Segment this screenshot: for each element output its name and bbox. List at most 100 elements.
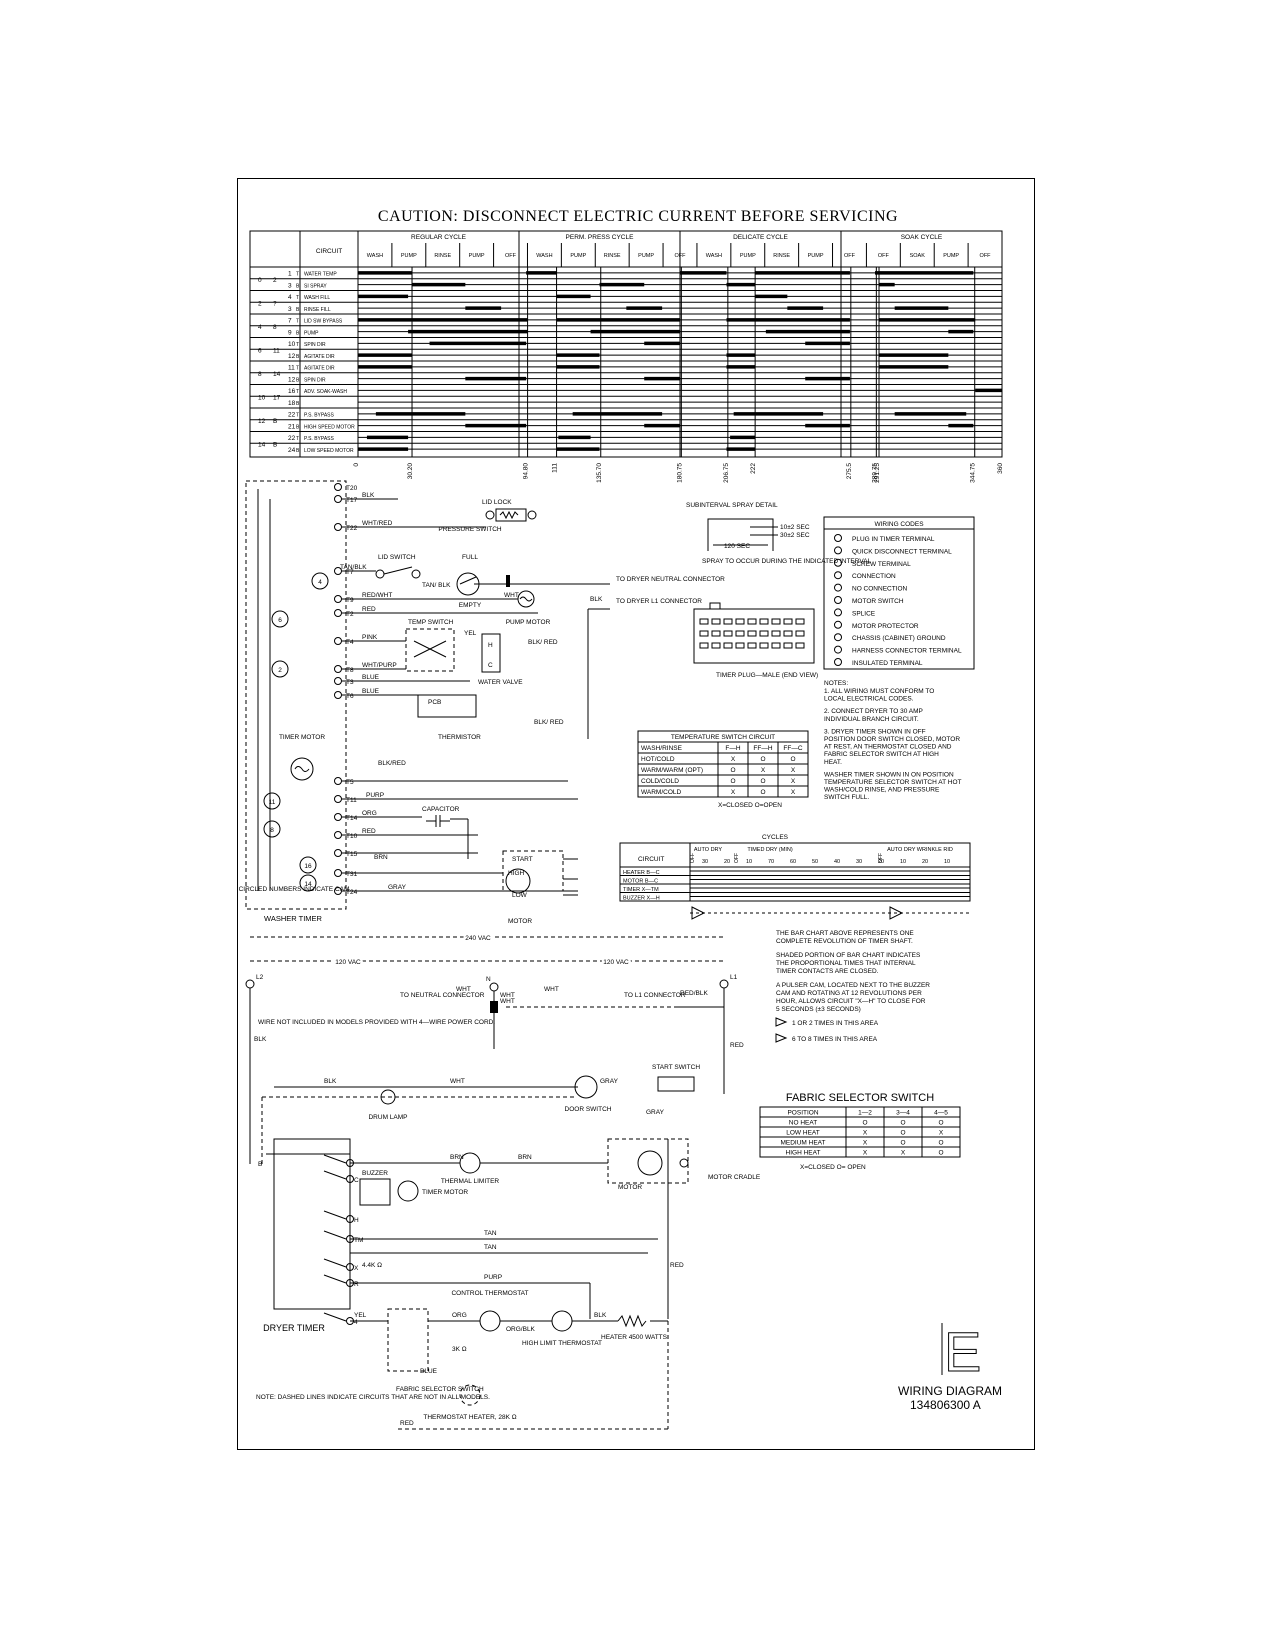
washer-terminal-label: T20 (346, 485, 358, 492)
cam-number: 14 (258, 441, 266, 448)
cycles-number: 60 (790, 859, 796, 865)
circuit-name: P.S. BYPASS (304, 436, 334, 442)
phase-header: PUMP (469, 253, 485, 259)
washer-terminal-label: T5 (346, 779, 354, 786)
contact-number: 11 (288, 365, 295, 372)
contact-number: 9 (288, 329, 292, 336)
washer-wire-label: BLK/RED (378, 760, 406, 767)
note-item: FABRIC SELECTOR SWITCH AT HIGH (824, 751, 939, 758)
tick-label: 111 (552, 463, 559, 473)
high-limit-label: HIGH LIMIT THERMOSTAT (522, 1340, 602, 1347)
bar-note: TIMER CONTACTS ARE CLOSED. (776, 968, 879, 975)
tick-label: 94.80 (523, 463, 530, 480)
dryer-contact-label: TM (354, 1237, 363, 1244)
cycles-number: 30 (856, 859, 862, 865)
full-label: FULL (462, 554, 478, 561)
cycles-number: 40 (834, 859, 840, 865)
v120a-label: 120 VAC (335, 959, 361, 966)
temp-table-cell: WASH/RINSE (641, 745, 683, 752)
tick-label: 360 (997, 463, 1004, 474)
washer-wire-label: TAN/BLK (340, 564, 367, 571)
washer-terminal-label: T2 (346, 611, 354, 618)
washer-wire-label: RED (362, 828, 376, 835)
bar-note: 5 SECONDS (±3 SECONDS) (776, 1006, 861, 1013)
contact-side: T (296, 389, 299, 395)
tan-blk-label: TAN/ BLK (422, 582, 451, 589)
fabric-table-cell: O (900, 1140, 905, 1147)
fabric-selector-label: FABRIC SELECTOR SWITCH (396, 1386, 484, 1393)
contact-number: 22 (288, 435, 296, 442)
washer-terminal (334, 495, 342, 503)
contact-number: 3 (288, 306, 292, 313)
washer-wire-label: BRN (374, 854, 388, 861)
note-item: WASH/COLD RINSE, AND PRESSURE (824, 787, 940, 794)
phase-header: RINSE (434, 253, 451, 259)
circuit-name: HIGH SPEED MOTOR (304, 424, 355, 430)
washer-wire-label: PINK (362, 634, 378, 641)
spray-note: SPRAY TO OCCUR DURING THE INDICATED INTE… (702, 558, 872, 565)
bar-note: COMPLETE REVOLUTION OF TIMER SHAFT. (776, 938, 913, 945)
cycles-title: CYCLES (762, 834, 789, 841)
n-label: N (486, 976, 491, 983)
dryer-wire-label: GRAY (646, 1109, 665, 1116)
washer-terminal-label: T7 (346, 569, 354, 576)
temp-table-cell: X (731, 756, 736, 763)
dryer-wire-label: RED (730, 1042, 744, 1049)
cycles-number: 20 (724, 859, 730, 865)
blk-red-label-1: BLK/ RED (528, 639, 558, 646)
subinterval-spray-detail: SUBINTERVAL SPRAY DETAIL 10±2 SEC 30±2 S… (686, 502, 872, 565)
washer-terminal (334, 849, 342, 857)
buzzer-label: BUZZER (362, 1170, 388, 1177)
cycles-off: OFF (734, 853, 740, 863)
bar-note: SHADED PORTION OF BAR CHART INDICATES (776, 952, 921, 959)
fabric-table-cell: HIGH HEAT (786, 1150, 821, 1157)
cam-number: 12 (258, 418, 266, 425)
dryer-wire-label: WHT (450, 1078, 465, 1085)
svg-text:16: 16 (304, 863, 312, 870)
dryer-wire-label: WHT (500, 998, 515, 1005)
temp-table-cell: FF—C (783, 745, 802, 752)
cycles-number: 30 (702, 859, 708, 865)
timer-plug-end-view: TIMER PLUG—MALE (END VIEW) (693, 602, 818, 679)
fabric-table-cell: O (900, 1120, 905, 1127)
cycle-group-3: DELICATE CYCLE (733, 234, 788, 241)
note-item: AT REST, AN THERMOSTAT CLOSED AND (824, 744, 952, 751)
dryer-wire-label: TAN (484, 1230, 497, 1237)
wht-label: WHT (504, 592, 519, 599)
wiring-diagram: CAUTION: DISCONNECT ELECTRIC CURRENT BEF… (239, 208, 1004, 1430)
revision-mark: E (941, 1320, 982, 1384)
note-item: TEMPERATURE SELECTOR SWITCH AT HOT (824, 779, 962, 786)
contact-side: T (296, 366, 299, 372)
dryer-wire-label: ORG (452, 1312, 467, 1319)
cam-number: 2 (258, 300, 262, 307)
circuit-name: PUMP (304, 330, 319, 336)
washer-terminal-label: T14 (346, 815, 358, 822)
terminal-number: 8 (273, 324, 277, 331)
washer-wire-label: RED/WHT (362, 592, 392, 599)
cycles-row: BUZZER X—H (623, 896, 660, 902)
temp-table-cell: HOT/COLD (641, 756, 675, 763)
dryer-motor-label: MOTOR (618, 1184, 642, 1191)
note-item: INDIVIDUAL BRANCH CIRCUIT. (824, 716, 919, 723)
dryer-wire-label: PURP (484, 1274, 502, 1281)
note-item: WASHER TIMER SHOWN IN ON POSITION (824, 771, 954, 778)
wiring-code-item: INSULATED TERMINAL (852, 660, 923, 667)
terminal-number: B (273, 418, 277, 425)
temp-table-cell: X (791, 789, 796, 796)
terminal-number: 14 (273, 371, 281, 378)
contact-side: T (296, 413, 299, 419)
water-valve-label: WATER VALVE (478, 679, 523, 686)
phase-header: PUMP (943, 253, 959, 259)
dryer-contact-label: B (258, 1161, 262, 1168)
terminal-number: ? (273, 300, 277, 307)
washer-terminal (334, 523, 342, 531)
washer-terminal (334, 665, 342, 673)
phase-header: RINSE (604, 253, 621, 259)
temp-table-cell: X (791, 778, 796, 785)
temp-table-cell: O (760, 778, 765, 785)
cycles-off: OFF (878, 853, 884, 863)
circuit-name: AGITATE DIR (304, 366, 335, 372)
dryer-wire-label: WHT (544, 986, 559, 993)
wiring-code-item: MOTOR PROTECTOR (852, 623, 919, 630)
